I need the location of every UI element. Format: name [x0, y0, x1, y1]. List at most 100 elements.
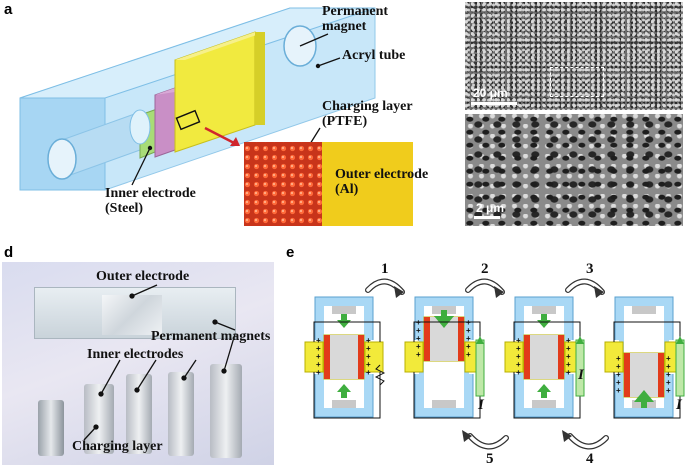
plus-charge: + [316, 360, 321, 369]
plus-charge: + [516, 368, 521, 377]
label-photo-outer-electrode: Outer electrode [96, 269, 190, 284]
label-photo-permanent-magnets: Permanent magnets [151, 329, 271, 344]
sem-image-b [465, 2, 683, 110]
charging-layer-right-2 [458, 317, 464, 361]
plus-charge: + [366, 344, 371, 353]
current-arrow [576, 336, 584, 344]
circuit-wire-top [313, 321, 381, 342]
plus-charge: + [666, 362, 671, 371]
plus-charge: + [316, 336, 321, 345]
charging-layer-right-4 [658, 353, 664, 397]
step-label-4: 4 [586, 451, 594, 467]
plus-charge: + [466, 342, 471, 351]
current-meter [675, 339, 685, 397]
current-label-3: I [578, 367, 584, 383]
plus-charge: + [366, 352, 371, 361]
plus-charge: + [316, 344, 321, 353]
charging-layer-left-3 [524, 335, 530, 379]
step-label-5: 5 [486, 451, 494, 467]
current-label-2: I [478, 397, 484, 413]
panel-label-e: e [286, 244, 295, 261]
label-photo-inner-electrodes: Inner electrodes [87, 347, 184, 362]
plus-charge: + [516, 336, 521, 345]
scale-label-c: 2 μm [476, 201, 505, 215]
plus-charge: + [666, 354, 671, 363]
plus-charge: + [366, 360, 371, 369]
plus-charge: + [666, 378, 671, 387]
magnet-bottom-2 [432, 400, 456, 408]
magnet-bottom-3 [532, 400, 556, 408]
photo-cylinder-1 [38, 400, 64, 456]
plus-charge: + [566, 344, 571, 353]
circuit-wire-top [613, 321, 681, 342]
outer-electrode-right-1 [364, 341, 384, 373]
motion-arrow [537, 384, 551, 392]
plus-charge: + [416, 342, 421, 351]
current-arrow [676, 336, 684, 344]
plus-charge: + [466, 326, 471, 335]
charging-layer-left-2 [424, 317, 430, 361]
plus-charge: + [466, 334, 471, 343]
motion-arrow [634, 390, 654, 402]
device-photo [2, 262, 274, 465]
plus-charge: + [516, 352, 521, 361]
sem-image-c [465, 114, 683, 226]
plus-charge: + [566, 360, 571, 369]
plus-charge: + [666, 370, 671, 379]
plus-charge: + [366, 368, 371, 377]
motion-arrow [337, 384, 351, 392]
photo-cylinder-5 [210, 364, 242, 458]
plus-charge: + [566, 352, 571, 361]
plus-charge: + [416, 334, 421, 343]
label-permanent-magnet: Permanent magnet [322, 4, 389, 34]
selection-box [550, 67, 604, 97]
label-outer-electrode-al: Outer electrode (Al) [335, 167, 429, 197]
scale-label-b: 20 μm [473, 86, 508, 100]
plus-charge: + [466, 350, 471, 359]
charging-layer-right-1 [358, 335, 364, 379]
permanent-magnet-left [47, 138, 77, 180]
plus-charge: + [416, 350, 421, 359]
scale-bar-b [471, 102, 517, 105]
plus-charge: + [366, 336, 371, 345]
current-label-4: I [676, 397, 682, 413]
step-label-2: 2 [481, 261, 489, 277]
charging-layer-right-3 [558, 335, 564, 379]
magnet-top-1 [332, 306, 356, 314]
label-acryl-tube: Acryl tube [342, 48, 406, 63]
plus-charge: + [616, 378, 621, 387]
magnet-top-3 [532, 306, 556, 314]
plus-charge: + [516, 344, 521, 353]
current-meter [475, 339, 485, 397]
plus-charge: + [316, 352, 321, 361]
current-arrow [476, 336, 484, 344]
plus-charge: + [566, 336, 571, 345]
charging-layer-left-1 [324, 335, 330, 379]
zoom-box [175, 109, 201, 131]
charging-layer-left-4 [624, 353, 630, 397]
ptfe-inset [244, 142, 413, 226]
plus-charge: + [616, 362, 621, 371]
plus-charge: + [616, 354, 621, 363]
plus-charge: + [316, 368, 321, 377]
photo-foil [102, 295, 162, 335]
label-inner-electrode: Inner electrode (Steel) [105, 186, 196, 216]
photo-cylinder-4 [168, 372, 194, 456]
plus-charge: + [566, 368, 571, 377]
magnet-bottom-1 [332, 400, 356, 408]
plus-charge: + [616, 370, 621, 379]
plus-charge: + [666, 386, 671, 395]
step-label-1: 1 [381, 261, 389, 277]
label-photo-charging-layer: Charging layer [72, 439, 163, 454]
scale-bar-c [474, 216, 500, 219]
panel-label-a: a [4, 1, 13, 18]
circuit-wire-top [413, 321, 481, 342]
circuit-wire-top [513, 321, 581, 342]
magnet-top-4 [632, 306, 656, 314]
resistor [374, 364, 386, 386]
label-charging-layer: Charging layer (PTFE) [322, 99, 413, 129]
step-label-3: 3 [586, 261, 594, 277]
